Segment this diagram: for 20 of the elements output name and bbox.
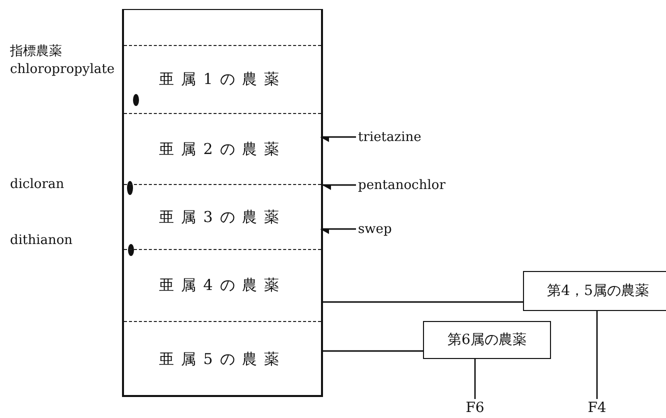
- compound-label: chloropropylate: [10, 62, 115, 77]
- fraction-box: 第4，5属の農薬: [523, 271, 666, 311]
- connector-line: [321, 301, 523, 303]
- compound-label: swep: [358, 221, 408, 237]
- column-box: [122, 9, 323, 397]
- compound-label: pentanochlor: [358, 177, 448, 193]
- compound-label: 指標農薬: [10, 43, 62, 60]
- fraction-label: F4: [582, 399, 612, 417]
- compound-label: trietazine: [358, 129, 438, 145]
- fraction-label: F6: [460, 399, 490, 417]
- connector-line: [596, 311, 598, 399]
- fraction-box: 第6属の農薬: [423, 321, 551, 359]
- arrow: [320, 228, 356, 234]
- connector-line: [474, 359, 476, 399]
- arrow: [322, 184, 356, 190]
- compound-label: dicloran: [10, 177, 64, 192]
- connector-line: [321, 350, 423, 352]
- band: 亜属5の農薬: [124, 321, 321, 396]
- compound-label: dithianon: [10, 233, 73, 248]
- arrow: [320, 136, 356, 142]
